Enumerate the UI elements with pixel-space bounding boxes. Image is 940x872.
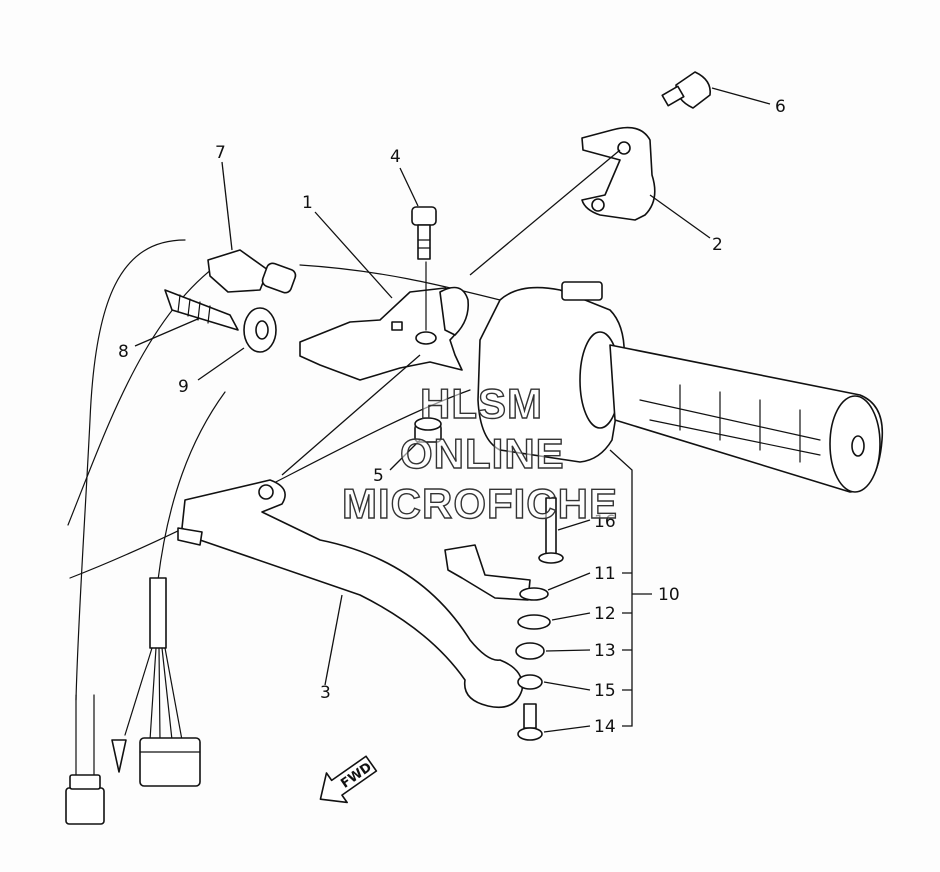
watermark-line-3: MICROFICHE	[342, 480, 618, 527]
clutch-cable-curve	[75, 239, 186, 701]
screw-14-shank	[523, 703, 537, 729]
grip-end-hole	[851, 435, 865, 457]
callout-14: 14	[594, 717, 616, 737]
pivot-bolt-shank	[417, 224, 431, 260]
switch-bracket	[444, 544, 531, 601]
callout-4: 4	[390, 147, 401, 167]
callout-3: 3	[320, 683, 331, 703]
clamp-hole-lower	[591, 198, 605, 212]
leader-lines	[134, 87, 771, 733]
harness-curve-back	[67, 249, 241, 526]
pivot-bolt-head	[411, 206, 437, 226]
pivot-washer	[415, 331, 437, 345]
washer-11	[519, 587, 549, 601]
adjuster-bolt	[164, 289, 239, 331]
callout-11: 11	[594, 564, 616, 584]
connector-small	[65, 787, 105, 825]
connector-large	[139, 737, 201, 787]
clamp-hole	[617, 141, 631, 155]
screw-14-head	[517, 727, 543, 741]
lock-washer-13	[515, 642, 545, 660]
adjuster-nut	[261, 262, 297, 294]
callout-10: 10	[658, 585, 680, 605]
harness-curve-front	[157, 391, 226, 581]
handlebar-outline-upper	[299, 264, 501, 301]
clamp-screw	[675, 71, 712, 109]
connector-small-top	[69, 774, 101, 790]
callout-7: 7	[215, 143, 226, 163]
callout-2: 2	[712, 235, 723, 255]
wire-fan	[124, 647, 183, 741]
holder-tab	[391, 321, 403, 331]
fwd-arrow: FWD	[319, 755, 378, 804]
wire-terminal	[111, 739, 127, 773]
clamp-screw-shank	[661, 85, 685, 107]
callout-16: 16	[594, 512, 616, 532]
callout-9: 9	[178, 377, 189, 397]
callout-12: 12	[594, 604, 616, 624]
watermark-line-1: HLSM	[420, 380, 543, 427]
callout-1: 1	[302, 193, 313, 213]
nut-top	[414, 417, 442, 431]
wire-sleeve	[149, 577, 167, 649]
callout-15: 15	[594, 681, 616, 701]
clutch-lever	[181, 479, 524, 709]
washer-12	[517, 614, 551, 630]
callout-13: 13	[594, 641, 616, 661]
callout-8: 8	[118, 342, 129, 362]
lever-pivot-hole	[258, 484, 274, 500]
holder-clamp	[439, 286, 470, 336]
handlebar-outline-lower	[69, 389, 471, 579]
lever-tip	[177, 527, 203, 546]
grip-pattern	[639, 384, 821, 463]
callout-6: 6	[775, 97, 786, 117]
switch-screw-16-head	[538, 552, 564, 564]
locknut-hole	[255, 320, 269, 340]
lever-holder	[299, 287, 466, 381]
handlebar-clamp	[581, 126, 656, 221]
callout-5: 5	[373, 466, 384, 486]
cable-adjuster	[207, 249, 269, 293]
adjuster-bolt-thread	[177, 294, 211, 324]
washer-15	[517, 674, 543, 690]
watermark: HLSM ONLINE MICROFICHE	[341, 379, 618, 527]
switch-button	[561, 281, 603, 301]
watermark-line-2: ONLINE	[400, 430, 565, 477]
